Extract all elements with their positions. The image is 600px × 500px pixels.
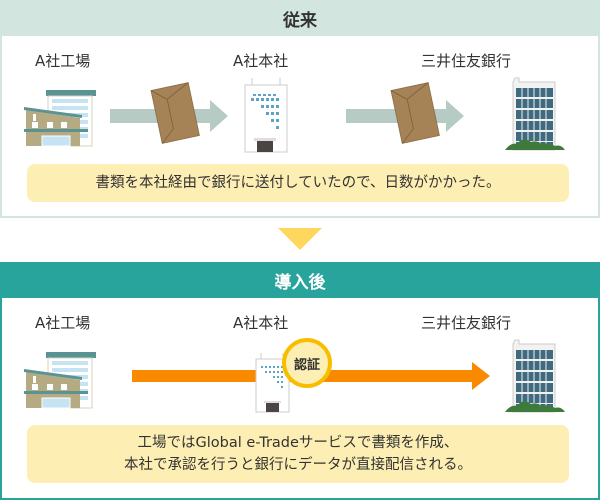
factory-icon [24, 352, 96, 409]
before-panel: 従来 [0, 0, 600, 218]
envelope-icon [390, 82, 440, 144]
headquarters-building-icon [244, 78, 288, 153]
before-note: 書類を本社経由で銀行に送付していたので、日数がかかった。 [27, 164, 569, 202]
after-note-line-1: 工場ではGlobal e-Tradeサービスで書類を作成、 [137, 435, 459, 451]
after-note: 工場ではGlobal e-Tradeサービスで書類を作成、 本社で承認を行うと銀… [27, 425, 569, 483]
before-node-bank-label: 三井住友銀行 [421, 52, 512, 70]
bank-building-icon [505, 77, 565, 151]
after-node-hq-label: A社本社 [233, 314, 289, 332]
before-node-factory-label: A社工場 [35, 52, 91, 70]
after-note-line-2: 本社で承認を行うと銀行にデータが直接配信される。 [124, 457, 472, 473]
certification-badge: 認証 [282, 338, 332, 388]
before-panel-title: 従来 [0, 0, 600, 36]
after-node-factory-label: A社工場 [35, 314, 91, 332]
after-panel-title: 導入後 [0, 262, 600, 298]
after-node-bank-label: 三井住友銀行 [421, 314, 512, 332]
envelope-icon [150, 82, 200, 144]
after-panel: 導入後 [0, 262, 600, 500]
bank-building-icon [505, 339, 565, 413]
factory-icon [24, 90, 96, 147]
down-arrow-icon [278, 228, 322, 250]
before-node-hq-label: A社本社 [233, 52, 289, 70]
